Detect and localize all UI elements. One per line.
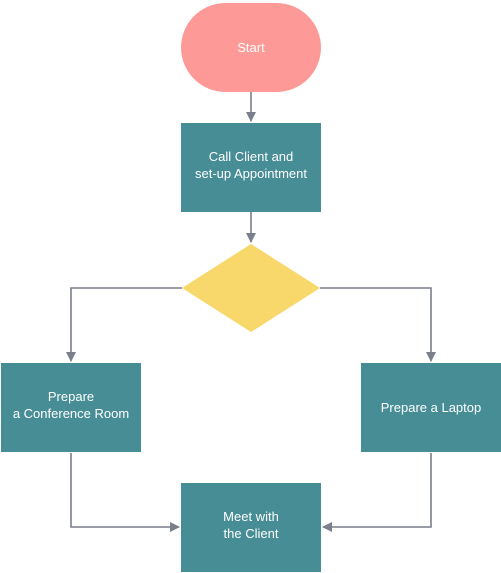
decision-diamond <box>182 244 320 332</box>
conference-room-box <box>1 363 141 452</box>
meet-client-box <box>181 483 321 572</box>
laptop-box <box>361 363 501 452</box>
node-call-client: Call Client and set-up Appointment <box>181 123 321 212</box>
edge-decision-to-laptop <box>320 287 436 362</box>
node-conference-room: Prepare a Conference Room <box>1 363 141 452</box>
start-label: Start <box>237 40 265 55</box>
node-start: Start <box>181 3 321 92</box>
node-laptop: Prepare a Laptop <box>361 363 501 452</box>
meet-client-label-line-1: Meet with <box>223 509 279 524</box>
edge-laptop-to-meet-client <box>322 453 432 532</box>
connectors <box>66 92 436 532</box>
call-client-label-line-1: Call Client and <box>209 149 294 164</box>
conference-room-label-line-1: Prepare <box>48 389 94 404</box>
meet-client-label-line-2: the Client <box>224 526 279 541</box>
node-meet-client: Meet with the Client <box>181 483 321 572</box>
conference-room-label-line-2: a Conference Room <box>13 406 129 421</box>
node-decision <box>182 244 320 332</box>
laptop-label: Prepare a Laptop <box>381 400 481 415</box>
call-client-label-line-2: set-up Appointment <box>195 166 307 181</box>
edge-conference-room-to-meet-client <box>70 453 180 532</box>
edge-decision-to-conference-room <box>66 287 182 362</box>
start-terminal-shape <box>181 3 321 92</box>
call-client-box <box>181 123 321 212</box>
